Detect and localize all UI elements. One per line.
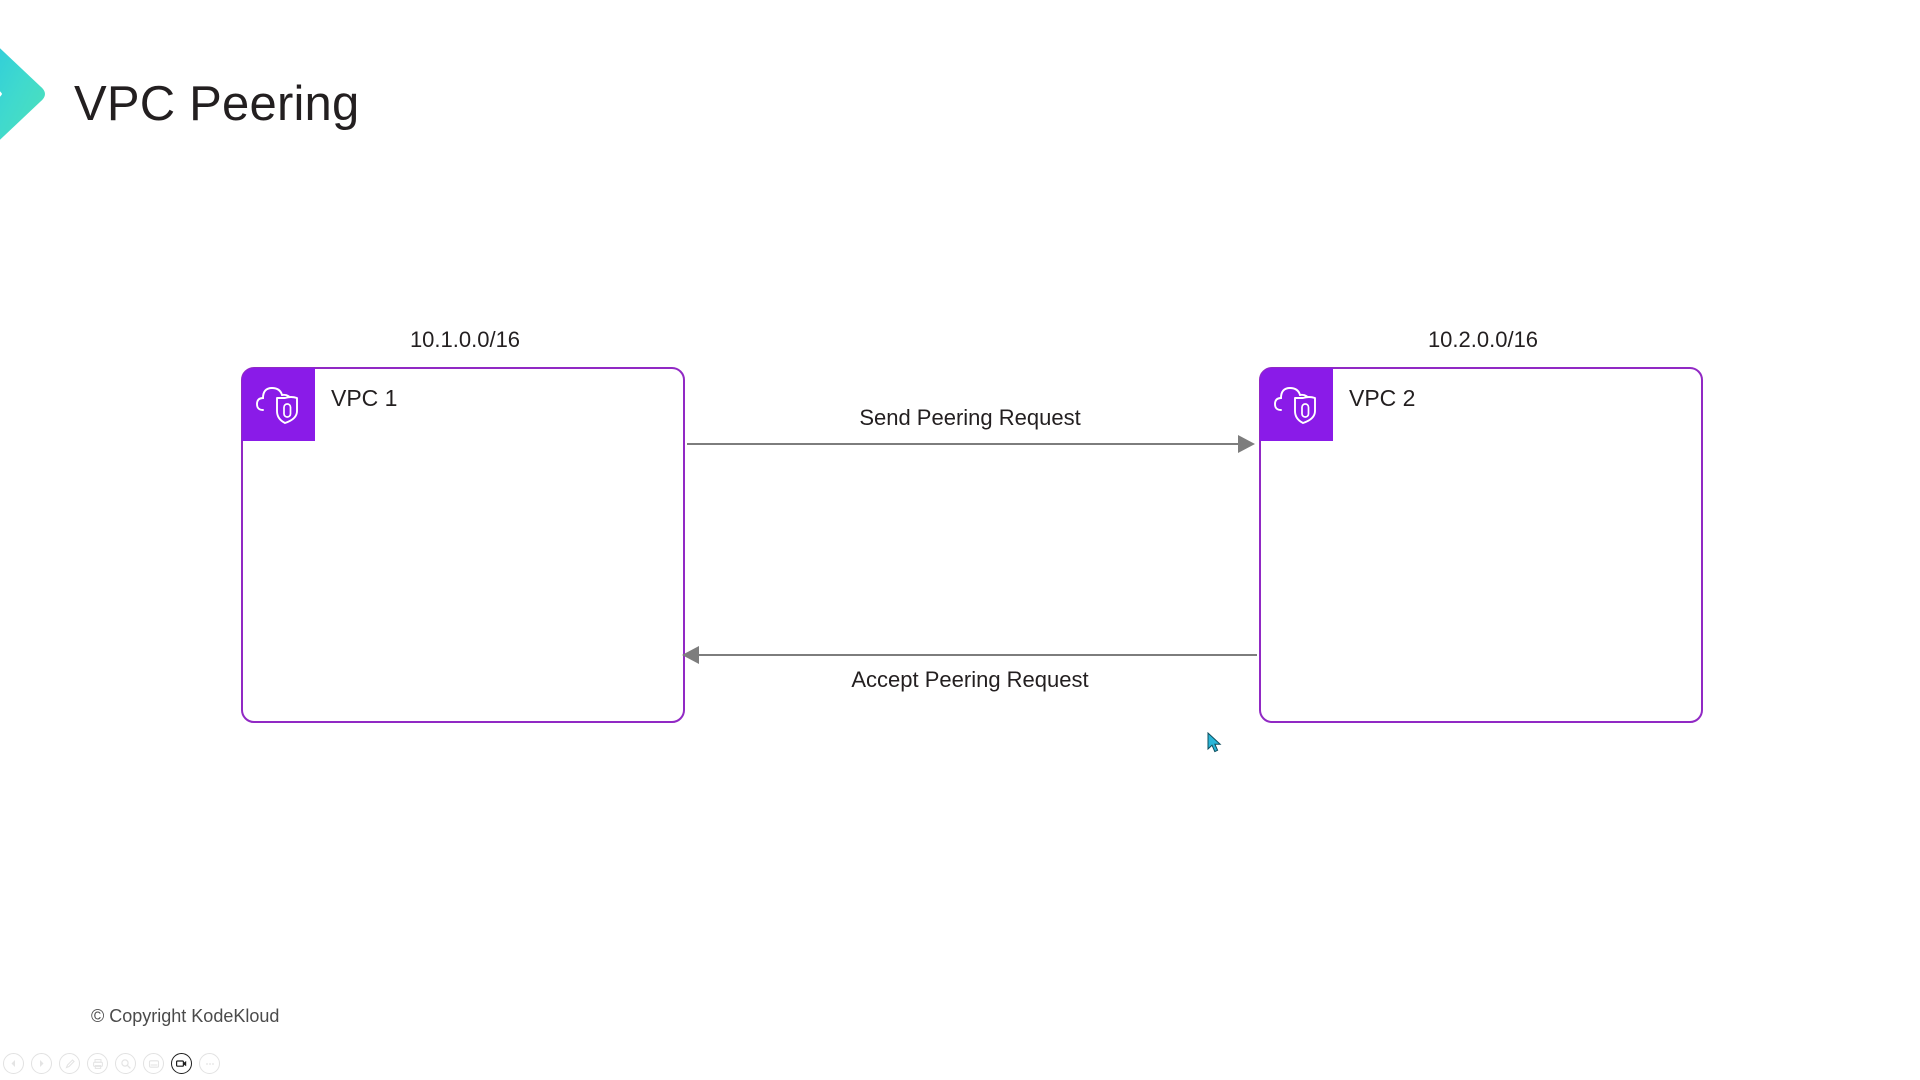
previous-slide-icon[interactable] [3,1053,24,1074]
more-options-icon[interactable] [199,1053,220,1074]
connection-line-send [687,443,1247,445]
cidr-label-vpc1: 10.1.0.0/16 [409,327,521,352]
vpc-box-vpc1[interactable]: VPC 1 [241,367,685,723]
cloud-shield-icon [242,368,315,441]
connection-label-accept: Accept Peering Request [851,667,1089,692]
connection-label-send: Send Peering Request [859,405,1081,430]
connection-line-accept [687,654,1257,656]
vpc-name-vpc2: VPC 2 [1349,385,1416,411]
play-slide-icon[interactable] [31,1053,52,1074]
zoom-search-icon[interactable] [115,1053,136,1074]
cidr-label-vpc2: 10.2.0.0/16 [1427,327,1539,352]
arrowhead-right-icon [1238,435,1255,453]
presenter-screen-icon[interactable] [143,1053,164,1074]
video-camera-icon[interactable] [171,1053,192,1074]
mouse-pointer [1207,732,1222,753]
kodekloud-chevron-logo [0,48,45,140]
page-title: VPC Peering [74,77,360,131]
pen-annotate-icon[interactable] [59,1053,80,1074]
vpc-box-vpc2[interactable]: VPC 2 [1259,367,1703,723]
presentation-toolbar[interactable] [3,1053,220,1074]
vpc-name-vpc1: VPC 1 [331,385,398,411]
cloud-shield-icon [1260,368,1333,441]
arrowhead-left-icon [682,646,699,664]
print-icon[interactable] [87,1053,108,1074]
copyright-text: © Copyright KodeKloud [91,1006,280,1026]
